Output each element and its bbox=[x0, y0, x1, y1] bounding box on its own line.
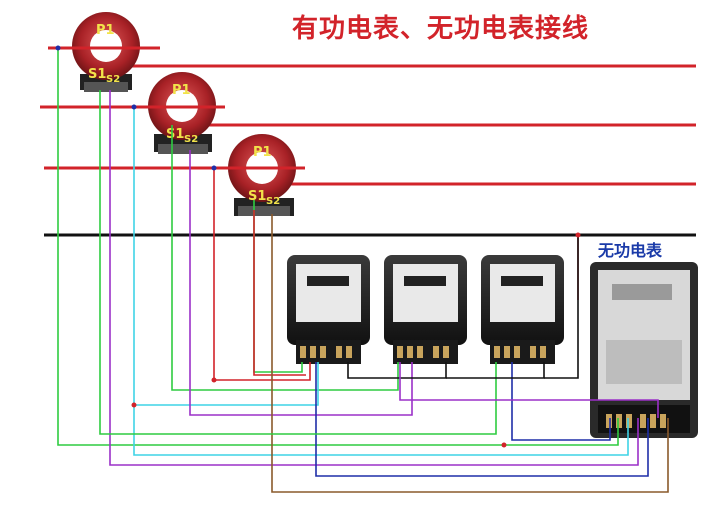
brown-wire bbox=[271, 214, 669, 493]
current-transformer-3: P1 S1 S2 bbox=[200, 134, 305, 216]
ct2-s1-label: S1 bbox=[166, 127, 184, 142]
reactive-meter bbox=[590, 262, 698, 438]
ct2-p1-label: P1 bbox=[172, 83, 191, 98]
green-wire bbox=[57, 48, 619, 446]
ct3-s2-label: S2 bbox=[266, 196, 280, 207]
phase-lines bbox=[40, 46, 696, 237]
red-wire bbox=[213, 168, 311, 381]
meter-bus bbox=[347, 362, 447, 379]
diagram-title: 有功电表、无功电表接线 bbox=[292, 14, 590, 44]
reactive-meter-label: 无功电表 bbox=[598, 241, 663, 260]
active-meter-2 bbox=[384, 255, 467, 364]
current-transformer-1: P1 S1 S2 bbox=[48, 12, 160, 92]
active-meter-3 bbox=[481, 255, 564, 364]
navy-wire bbox=[315, 362, 649, 477]
ct3-p1-label: P1 bbox=[253, 145, 272, 160]
ct1-s1-label: S1 bbox=[88, 67, 106, 82]
ct1-p1-label: P1 bbox=[96, 23, 115, 38]
active-meter-1 bbox=[287, 255, 370, 364]
ct3-s1-label: S1 bbox=[248, 189, 266, 204]
purple-wire bbox=[109, 90, 639, 466]
secondary-wiring bbox=[57, 48, 669, 493]
ct2-s2-label: S2 bbox=[184, 134, 198, 145]
current-transformer-2: P1 S1 S2 bbox=[120, 72, 225, 154]
ct1-s2-label: S2 bbox=[106, 74, 120, 85]
cyan-wire bbox=[133, 107, 629, 456]
junction-dots bbox=[55, 45, 581, 448]
